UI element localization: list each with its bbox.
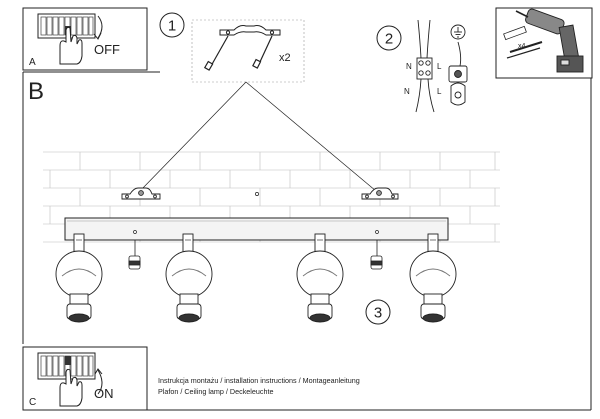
switch-box-icon	[37, 352, 96, 380]
hand-icon	[59, 368, 83, 407]
wire-label-n-bottom: N	[404, 87, 410, 96]
step-1-quantity: x2	[279, 52, 291, 64]
step-1: 1 x2	[159, 12, 305, 83]
step-2-number: 2	[385, 31, 393, 48]
drill-panel: x4	[495, 7, 593, 79]
step-3-badge	[365, 299, 391, 325]
panel-a-letter: A	[29, 57, 36, 68]
panel-c-letter: C	[29, 397, 36, 408]
step-3-number: 3	[374, 305, 382, 322]
ground-symbol-icon	[450, 24, 466, 40]
wall-bracket-left	[121, 187, 161, 200]
guide-lines	[139, 81, 377, 192]
lamp-rail	[64, 217, 449, 241]
arrow-up-icon	[94, 368, 103, 395]
footer-product-name: Plafon / Ceiling lamp / Deckeleuchte	[158, 387, 274, 396]
screw-icon	[203, 35, 273, 71]
switch-off-label: OFF	[94, 42, 120, 57]
panel-b-letter: B	[28, 78, 44, 105]
footer-instructions-title: Instrukcja montażu / installation instru…	[158, 376, 360, 385]
spotlight-2	[165, 233, 213, 323]
connector-block-right	[370, 240, 383, 270]
step-1-frame	[191, 19, 305, 83]
wire-label-l-top: L	[437, 62, 442, 71]
panel-c: C ON	[22, 346, 148, 411]
wire-label-l-bottom: L	[437, 87, 442, 96]
ground-terminal-icon	[448, 41, 468, 106]
step-2-badge	[376, 25, 402, 51]
arrow-down-icon	[93, 15, 103, 40]
step-2: 2 N L N L	[376, 19, 468, 113]
spotlight-4	[409, 233, 457, 323]
panel-a: A OFF	[22, 7, 148, 71]
drill-icon	[515, 8, 584, 73]
hand-icon	[59, 26, 83, 65]
spotlight-3	[296, 233, 344, 323]
center-hole-icon	[255, 192, 259, 196]
mounting-bracket-icon	[219, 25, 281, 36]
drill-quantity: x4	[518, 43, 526, 50]
step-3: 3	[365, 299, 391, 325]
step-1-number: 1	[168, 18, 176, 35]
connector-block-left	[128, 240, 141, 270]
wall-bracket-right	[361, 187, 399, 200]
wire-label-n-top: N	[406, 62, 412, 71]
step-1-badge	[159, 12, 185, 38]
panel-b: B	[22, 71, 592, 344]
spotlight-1	[55, 233, 103, 323]
wall-plug-icon	[503, 25, 543, 59]
switch-on-label: ON	[94, 386, 114, 401]
wire-terminal-icon	[415, 19, 435, 113]
